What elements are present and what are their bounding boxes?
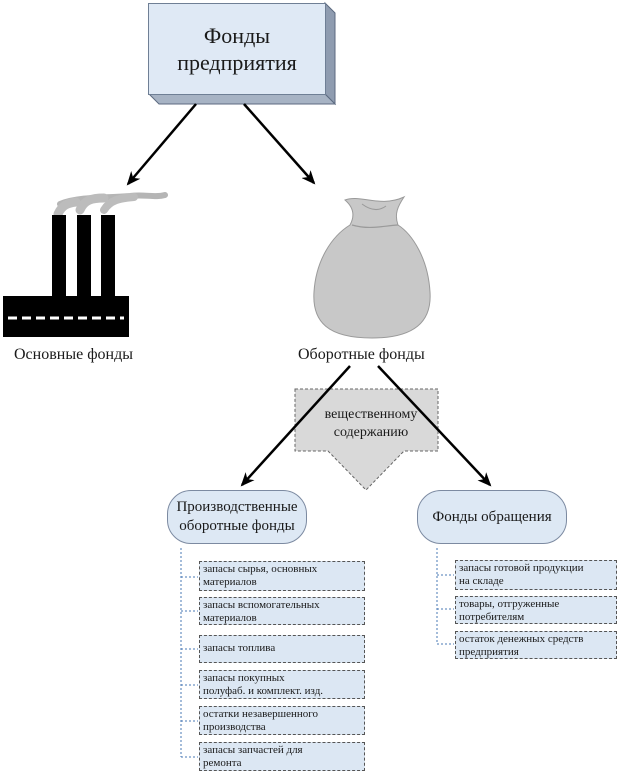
list-item: запасы вспомогательных материалов — [199, 597, 365, 625]
circulation-funds-box: Фонды обращения — [417, 490, 567, 544]
classification-block-arrow — [294, 388, 439, 491]
list-item: запасы сырья, основных материалов — [199, 561, 365, 591]
item-line2: предприятия — [459, 646, 519, 658]
item-line2: материалов — [203, 576, 257, 588]
circulation-tree-connector — [436, 548, 454, 645]
factory-icon — [3, 192, 168, 337]
item-line1: запасы покупных — [203, 672, 285, 684]
item-line1: запасы сырья, основных — [203, 563, 318, 575]
arrow-to-working-capital — [243, 103, 316, 185]
classification-line1: вещественному — [324, 407, 418, 422]
classification-line2: содержанию — [333, 425, 409, 440]
working-capital-label: Оборотные фонды — [298, 346, 425, 363]
item-line2: потребителям — [459, 611, 525, 623]
production-funds-line1: Производственные — [176, 499, 298, 515]
item-line1: запасы топлива — [203, 642, 276, 654]
item-line1: запасы запчастей для — [203, 744, 303, 756]
circulation-funds-label: Фонды обращения — [432, 508, 552, 525]
item-line1: остатки незавершенного — [203, 708, 318, 720]
item-line1: запасы вспомогательных — [203, 599, 320, 611]
item-line2: материалов — [203, 612, 257, 624]
list-item: товары, отгруженные потребителям — [455, 596, 617, 624]
item-line2: на складе — [459, 575, 504, 587]
list-item: остаток денежных средств предприятия — [455, 631, 617, 659]
classification-label: вещественному содержанию — [302, 402, 440, 446]
item-line2: производства — [203, 721, 266, 733]
production-funds-line2: оборотные фонды — [179, 518, 295, 534]
root-title-line2: предприятия — [177, 50, 297, 75]
root-title-line1: Фонды — [203, 23, 271, 48]
fixed-assets-label: Основные фонды — [14, 346, 134, 363]
list-item: запасы готовой продукции на складе — [455, 560, 617, 590]
enterprise-funds-box: Фонды предприятия — [148, 3, 326, 95]
production-working-funds-box: Производственные оборотные фонды — [167, 490, 307, 544]
arrow-to-production-funds — [240, 365, 351, 487]
list-item: запасы топлива — [199, 635, 365, 663]
arrow-to-fixed-assets — [126, 103, 197, 186]
money-bag-icon — [313, 195, 431, 339]
list-item: запасы запчастей для ремонта — [199, 742, 365, 771]
item-line1: остаток денежных средств — [459, 633, 584, 645]
list-item: запасы покупных полуфаб. и комплект. изд… — [199, 670, 365, 699]
list-item: остатки незавершенного производства — [199, 706, 365, 735]
production-tree-connector — [180, 548, 198, 758]
item-line1: запасы готовой продукции — [459, 562, 584, 574]
item-line1: товары, отгруженные — [459, 598, 560, 610]
arrow-to-circulation-funds — [377, 365, 492, 487]
item-line2: полуфаб. и комплект. изд. — [203, 685, 324, 697]
item-line2: ремонта — [203, 757, 242, 769]
